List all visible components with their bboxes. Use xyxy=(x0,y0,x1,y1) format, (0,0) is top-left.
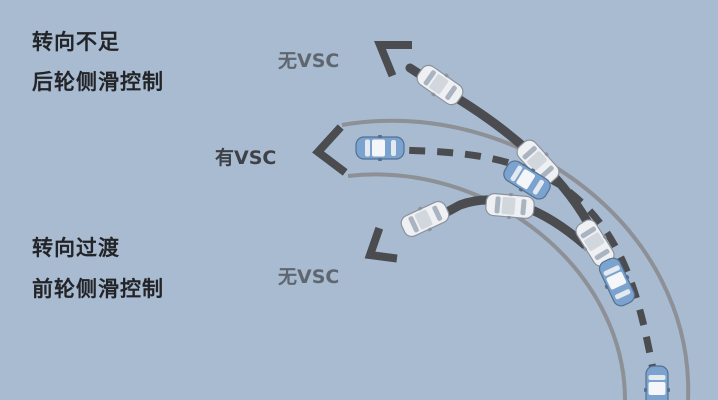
road-inner-edge xyxy=(347,172,627,400)
no-vsc-label-bottom: 无VSC xyxy=(278,266,340,288)
car-icon-vsc xyxy=(594,254,640,310)
road-outer-edge xyxy=(341,118,691,400)
vsc-trajectory xyxy=(399,146,659,381)
arrow-icon-with-vsc xyxy=(312,124,348,176)
car-icon-vsc xyxy=(355,134,405,162)
understeer-subtitle: 后轮侧滑控制 xyxy=(32,70,164,94)
arrow-icon-no-vsc-top xyxy=(374,41,412,78)
no-vsc-label-top: 无VSC xyxy=(278,50,340,72)
car-icon xyxy=(484,190,536,222)
understeer-title: 转向不足 xyxy=(32,30,120,54)
car-icon xyxy=(397,196,453,242)
oversteer-subtitle: 前轮侧滑控制 xyxy=(32,277,164,301)
arrow-icon-no-vsc-bottom xyxy=(364,226,398,263)
oversteer-title: 转向过渡 xyxy=(32,236,120,260)
with-vsc-label: 有VSC xyxy=(215,147,277,169)
car-icon-vsc xyxy=(643,365,671,400)
